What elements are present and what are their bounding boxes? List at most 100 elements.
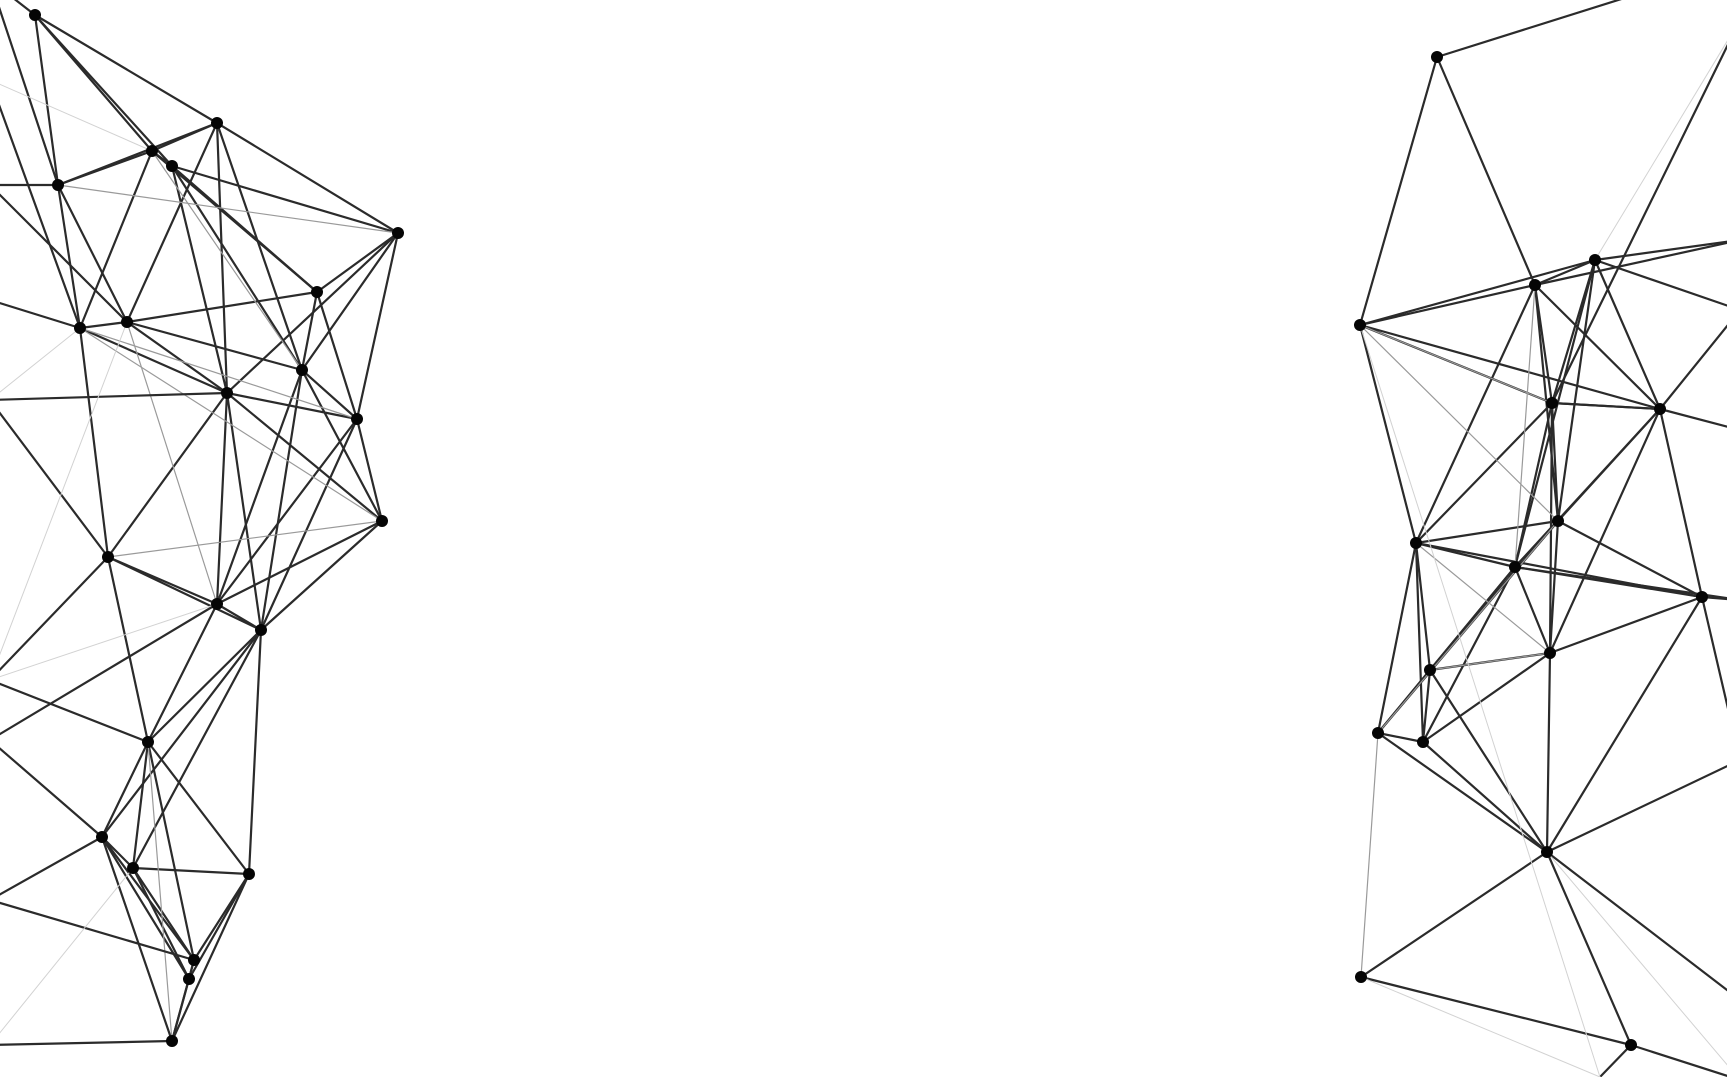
network-edge [170, 872, 251, 1043]
network-edge [1358, 55, 1439, 327]
network-edge [1360, 976, 1601, 1077]
network-edge [170, 164, 319, 294]
network-edge [1360, 732, 1379, 978]
network-edge [131, 866, 251, 876]
network-node [1529, 279, 1541, 291]
network-edge [1550, 401, 1560, 523]
network-node [1541, 846, 1553, 858]
network-edge [1358, 323, 1418, 545]
network-edge [355, 417, 384, 523]
network-node [166, 1035, 178, 1047]
network-edge [0, 327, 81, 393]
network-edge [215, 391, 229, 606]
network-edge [78, 326, 110, 559]
network-node [188, 954, 200, 966]
network-edge [1414, 519, 1560, 545]
network-edge [106, 555, 263, 632]
network-edge [170, 164, 304, 372]
network-edge [0, 301, 82, 330]
network-edge [0, 6, 60, 187]
network-edge [1548, 407, 1662, 655]
network-edge [1414, 401, 1554, 545]
network-edge [146, 628, 263, 744]
network-edge [106, 555, 150, 744]
network-edge [1414, 283, 1537, 545]
network-edge [355, 231, 400, 421]
network-edge [100, 628, 263, 839]
network-edge [1593, 258, 1727, 307]
network-node [1589, 254, 1601, 266]
network-node [1509, 561, 1521, 573]
network-node [1625, 1039, 1637, 1051]
network-edge [1556, 258, 1597, 523]
network-node [29, 9, 41, 21]
network-edge [300, 231, 400, 372]
network-edge [0, 682, 150, 744]
network-edge [1548, 595, 1704, 655]
network-edge [33, 13, 174, 168]
network-edge [1358, 283, 1537, 327]
network-edge [1546, 851, 1727, 1066]
network-edge [1513, 401, 1554, 569]
network-edge [215, 417, 359, 606]
network-edge [0, 411, 110, 559]
network-edge [1358, 323, 1662, 411]
network-edge [1700, 595, 1727, 601]
network-node [1654, 403, 1666, 415]
network-edge [225, 391, 384, 523]
network-nodes [29, 9, 1708, 1051]
network-edge [1545, 651, 1552, 854]
network-edge [125, 121, 219, 324]
network-edge [1700, 595, 1727, 710]
network-edge [146, 602, 219, 744]
network-edge [1429, 652, 1551, 671]
network-node [142, 736, 154, 748]
network-node [74, 322, 86, 334]
network-edge [0, 602, 219, 736]
network-node [1424, 664, 1436, 676]
network-edge [225, 391, 359, 421]
network-node [1355, 971, 1367, 983]
network-edge [1593, 240, 1727, 262]
network-node [1552, 515, 1564, 527]
network-node [127, 862, 139, 874]
network-edge [1513, 565, 1552, 655]
network-edge [33, 13, 60, 187]
network-edge [300, 290, 319, 372]
network-edge [1533, 258, 1597, 287]
network-edge [1359, 975, 1633, 1047]
network-node [1431, 51, 1443, 63]
network-edge [1358, 258, 1597, 327]
network-edge [146, 740, 251, 876]
network-edge [131, 740, 150, 870]
network-edge [131, 866, 191, 981]
network-edge [215, 121, 400, 235]
network-edge [1415, 542, 1551, 654]
network-node [311, 286, 323, 298]
network-edge [170, 164, 400, 235]
network-edge [1435, 55, 1537, 287]
network-node [96, 831, 108, 843]
network-edge [0, 104, 82, 330]
network-edge [315, 231, 400, 294]
network-node [121, 316, 133, 328]
network-edge [1545, 764, 1727, 854]
network-edge [100, 835, 174, 1043]
network-node [211, 117, 223, 129]
network-edge [1550, 401, 1662, 411]
network-edge [215, 368, 304, 606]
network-edge [0, 391, 229, 401]
network-edge [79, 327, 358, 420]
network-edge [1556, 519, 1704, 599]
network-edge [0, 1039, 174, 1046]
network-node [221, 387, 233, 399]
network-edge [0, 867, 134, 1034]
network-edge [79, 327, 383, 522]
network-edge [147, 741, 173, 1042]
network-node [1546, 397, 1558, 409]
network-edge [56, 183, 129, 324]
network-node [1417, 736, 1429, 748]
network-edge [247, 628, 263, 876]
network-edge [13, 0, 37, 17]
